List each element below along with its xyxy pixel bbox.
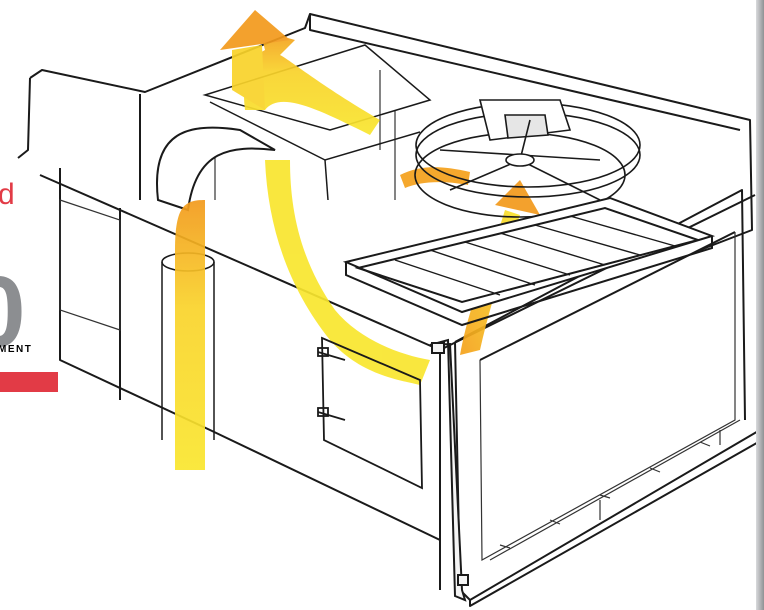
cabinet-cavity [59, 70, 741, 562]
section-caption: MENT [0, 344, 33, 355]
airflow-arrow-icon [265, 160, 430, 385]
airflow-arrow-icon [232, 45, 265, 110]
airflow-arrow-icon [244, 30, 380, 135]
curved-duct [155, 126, 276, 212]
page-edge [756, 0, 764, 610]
partial-heading: d [0, 178, 15, 211]
section-number: 0 [0, 262, 26, 362]
access-door [317, 336, 423, 490]
front-post [429, 338, 469, 602]
accent-bar [0, 372, 58, 392]
airflow-arrow-icon [175, 200, 205, 470]
fan-icon [414, 99, 641, 218]
top-hood [202, 44, 432, 201]
airflow-arrow-icon [220, 10, 290, 50]
filter-grille-icon [342, 196, 716, 327]
cabinet-body [17, 13, 763, 607]
